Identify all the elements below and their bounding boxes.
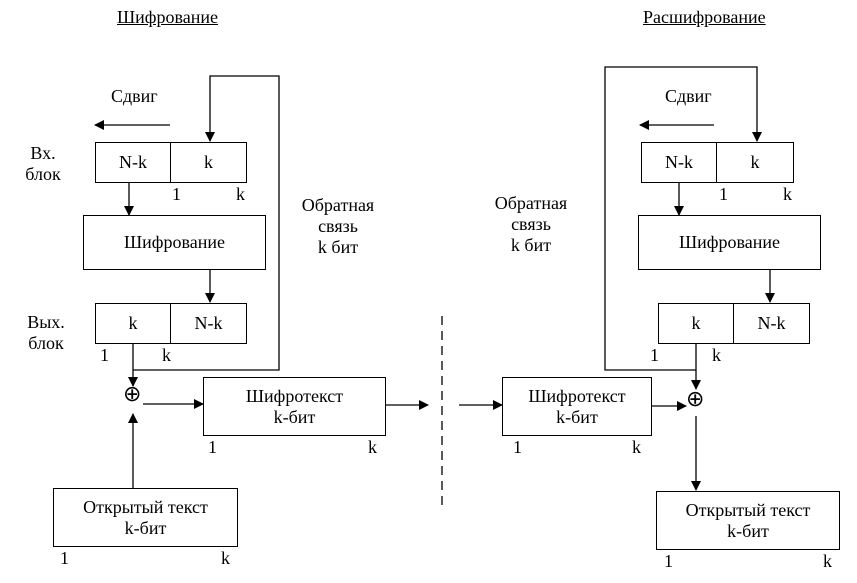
plaintext-idx1-enc: 1 [60,548,69,568]
out-block-left-text-dec: k [691,313,701,333]
out-block-right-text-enc: N-k [194,313,223,333]
ciphertext-text-enc: Шифротекст k-бит [245,385,344,427]
plaintext-box-dec: Открытый текст k-бит [656,491,840,550]
feedback-label-enc: Обратная связь k бит [301,195,375,257]
in-block-left-text-dec: N-k [665,152,693,172]
out-block-left-text-enc: k [128,313,138,333]
cipher-box-dec: Шифрование [638,215,821,270]
plaintext-idxk-enc: k [221,548,230,568]
ciphertext-idxk-dec: k [632,437,641,457]
in-block-right-text-dec: k [750,152,760,172]
out-block-idxk-dec: k [712,345,721,365]
ciphertext-box-dec: Шифротекст k-бит [502,377,652,436]
feedback-line-dec [604,66,762,371]
plaintext-text-enc: Открытый текст k-бит [83,496,208,538]
in-block-right-enc: k [170,142,247,183]
ciphertext-idx1-dec: 1 [513,437,522,457]
xor-icon-enc: ⊕ [123,381,142,406]
out-block-idx1-dec: 1 [650,345,659,365]
shift-label-enc: Сдвиг [111,86,158,106]
in-block-idx1-dec: 1 [719,184,728,204]
feedback-label-dec: Обратная связь k бит [494,193,568,255]
plaintext-box-enc: Открытый текст k-бит [53,488,238,547]
plaintext-text-dec: Открытый текст k-бит [685,499,811,541]
plaintext-idxk-dec: k [823,551,832,571]
in-block-right-dec: k [716,142,794,183]
in-block-idx1-enc: 1 [172,184,181,204]
ciphertext-text-dec: Шифротекст k-бит [528,385,626,427]
in-block-label-enc: Вх. блок [25,143,61,184]
ciphertext-idx1-enc: 1 [208,437,217,457]
out-block-label-enc: Вых. блок [27,312,65,353]
out-block-right-text-dec: N-k [757,313,786,333]
in-block-left-text-enc: N-k [119,152,147,172]
plaintext-idx1-dec: 1 [664,551,673,571]
encrypt-title: Шифрование [117,7,218,27]
cipher-box-enc: Шифрование [83,215,266,270]
in-block-idxk-dec: k [783,184,792,204]
cipher-box-text-enc: Шифрование [124,232,225,252]
xor-icon-dec: ⊕ [686,386,705,411]
out-block-right-dec: N-k [733,303,810,344]
out-block-left-dec: k [658,303,734,344]
decrypt-title: Расшифрование [643,7,766,27]
in-block-left-dec: N-k [641,142,717,183]
out-block-right-enc: N-k [170,303,247,344]
shift-label-dec: Сдвиг [665,86,712,106]
feedback-line-enc [133,75,280,371]
out-block-left-enc: k [95,303,171,344]
out-block-idx1-enc: 1 [100,345,109,365]
in-block-right-text-enc: k [204,152,213,172]
ciphertext-idxk-enc: k [368,437,377,457]
in-block-idxk-enc: k [236,184,245,204]
out-block-idxk-enc: k [162,345,171,365]
ciphertext-box-enc: Шифротекст k-бит [203,377,386,436]
cipher-box-text-dec: Шифрование [679,232,780,252]
in-block-left-enc: N-k [95,142,171,183]
